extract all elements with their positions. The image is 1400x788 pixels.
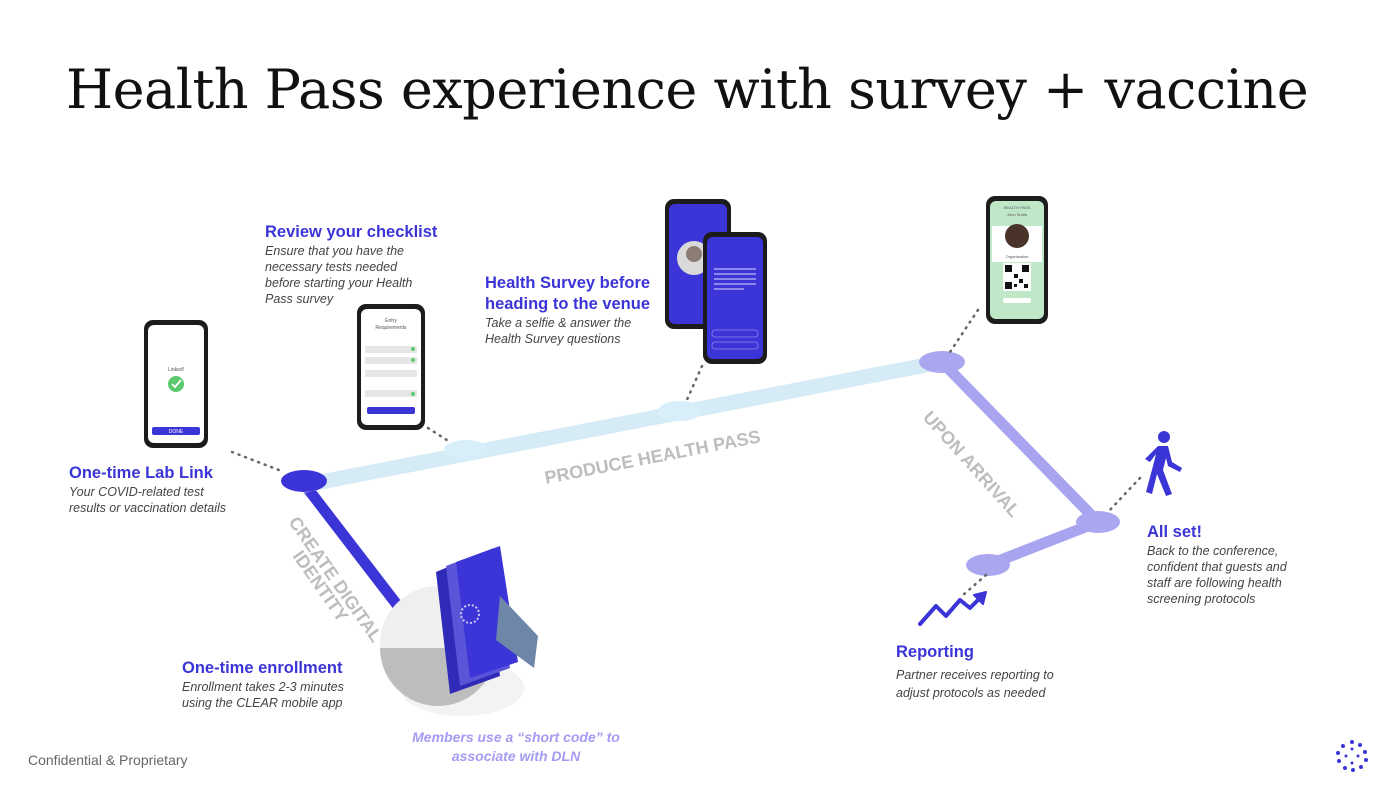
step-all-set-line1: Back to the conference, xyxy=(1147,544,1279,558)
road-produce-pass xyxy=(297,354,950,493)
phone-checklist: Entry Requirements xyxy=(357,304,425,430)
step-survey-line1: Take a selfie & answer the xyxy=(485,316,632,330)
step-survey-line2: Health Survey questions xyxy=(485,332,621,346)
node-lab-link xyxy=(281,470,327,492)
phone-health-pass: HEALTH PASS John Smith Organization xyxy=(986,196,1048,324)
dotted-connectors xyxy=(230,308,1142,598)
phone-survey-questions xyxy=(703,232,767,364)
clear-logo-icon xyxy=(1336,740,1368,772)
phone-pass-name: John Smith xyxy=(1007,212,1027,217)
step-checklist: Review your checklist Ensure that you ha… xyxy=(265,222,465,307)
page-title: Health Pass experience with survey + vac… xyxy=(66,58,1309,121)
step-enrollment-line2: using the CLEAR mobile app xyxy=(182,696,343,710)
step-checklist-heading: Review your checklist xyxy=(265,223,438,241)
road-reporting xyxy=(982,516,1104,571)
step-checklist-line4: Pass survey xyxy=(265,292,334,306)
checkmark-icon xyxy=(168,376,184,392)
phone-lab-link: Linked! DONE xyxy=(144,320,208,448)
pass-avatar xyxy=(1005,224,1029,248)
step-all-set-line4: screening protocols xyxy=(1147,592,1256,606)
phone-pass-org: Organization xyxy=(1006,254,1029,259)
short-code-note: Members use a “short code” to associate … xyxy=(396,728,636,766)
cloud-icon xyxy=(380,546,538,716)
step-lab-link-heading: One-time Lab Link xyxy=(69,464,213,482)
step-lab-link: One-time Lab Link Your COVID-related tes… xyxy=(69,463,289,516)
step-enrollment-heading: One-time enrollment xyxy=(182,659,343,677)
step-reporting-heading: Reporting xyxy=(896,643,974,661)
step-checklist-line2: necessary tests needed xyxy=(265,260,398,274)
step-all-set-line3: staff are following health xyxy=(1147,576,1282,590)
short-code-note-line1: Members use a “short code” to xyxy=(412,729,620,745)
phone-pass-header: HEALTH PASS xyxy=(1004,205,1031,210)
step-enrollment: One-time enrollment Enrollment takes 2-3… xyxy=(182,658,392,711)
step-all-set: All set! Back to the conference, confide… xyxy=(1147,522,1347,607)
step-survey-heading-1: Health Survey before xyxy=(485,274,651,292)
step-all-set-heading: All set! xyxy=(1147,523,1203,541)
node-all-set xyxy=(1076,511,1120,533)
step-survey: Health Survey before heading to the venu… xyxy=(485,273,675,347)
step-enrollment-line1: Enrollment takes 2-3 minutes xyxy=(182,680,344,694)
step-all-set-line2: confident that guests and xyxy=(1147,560,1287,574)
step-lab-link-line2: results or vaccination details xyxy=(69,501,227,515)
trend-arrow-icon xyxy=(918,591,987,626)
road-upon-arrival xyxy=(936,356,1104,528)
node-survey xyxy=(658,401,702,421)
node-pass xyxy=(919,351,965,373)
step-survey-heading-2: heading to the venue xyxy=(485,295,651,313)
phone-checklist-title-2: Requirements xyxy=(375,325,407,331)
step-checklist-line3: before starting your Health xyxy=(265,276,413,290)
node-checklist xyxy=(444,440,488,460)
walking-person-icon xyxy=(1145,431,1182,496)
phone-lab-status: Linked! xyxy=(168,367,184,373)
footer-confidential: Confidential & Proprietary xyxy=(28,752,188,768)
node-reporting xyxy=(966,554,1010,576)
step-lab-link-line1: Your COVID-related test xyxy=(69,485,204,499)
step-reporting: Reporting Partner receives reporting to … xyxy=(896,642,1116,701)
step-reporting-line2: adjust protocols as needed xyxy=(896,686,1046,700)
qr-code-icon xyxy=(1003,263,1031,291)
phone-checklist-title-1: Entry xyxy=(385,318,397,324)
step-checklist-line1: Ensure that you have the xyxy=(265,244,404,258)
phone-lab-button: DONE xyxy=(169,429,184,435)
short-code-note-line2: associate with DLN xyxy=(451,748,581,764)
step-reporting-line1: Partner receives reporting to xyxy=(896,668,1054,682)
